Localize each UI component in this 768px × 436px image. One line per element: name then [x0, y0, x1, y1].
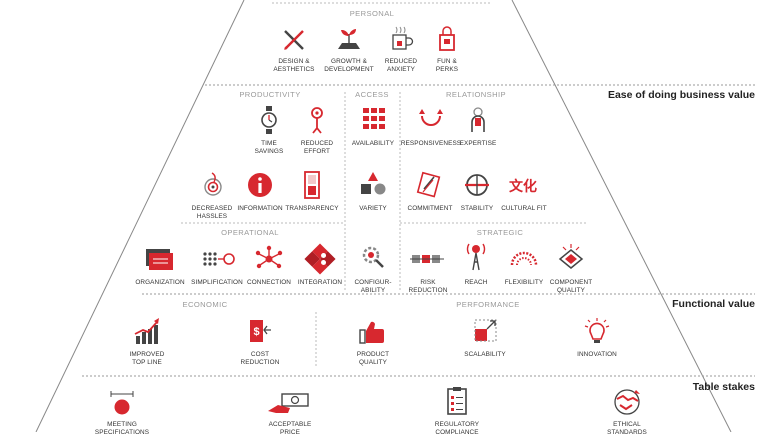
label-reach: REACH: [464, 279, 488, 286]
stability-icon: [465, 174, 489, 196]
variety-shapes-icon: [361, 172, 386, 195]
growth-icon: [338, 29, 360, 49]
section-personal: PERSONAL: [349, 9, 395, 18]
simplification-icon: [203, 252, 235, 266]
label-organization: ORGANIZATION: [135, 279, 185, 286]
tier-table-stakes: Table stakes: [692, 381, 755, 393]
label-design-aesthetics: DESIGN &AESTHETICS: [273, 58, 315, 73]
configurability-icon: [362, 246, 384, 268]
reach-antenna-icon: [466, 243, 486, 271]
risk-reduction-icon: [410, 255, 444, 263]
tier-functional-value: Functional value: [672, 298, 755, 310]
label-responsiveness: RESPONSIVENESS: [400, 140, 462, 147]
top-line-chart-icon: [134, 318, 159, 344]
section-operational: OPERATIONAL: [221, 228, 279, 237]
meeting-specs-icon: [110, 391, 134, 415]
label-availability: AVAILABILITY: [351, 140, 395, 147]
lightbulb-icon: [584, 318, 610, 343]
expertise-icon: [471, 107, 485, 132]
label-integration: INTEGRATION: [297, 279, 343, 286]
decreased-hassles-icon: [204, 172, 222, 196]
flexibility-icon: [510, 251, 538, 266]
label-fun-perks: FUN &PERKS: [435, 58, 459, 73]
label-growth-development: GROWTH &DEVELOPMENT: [324, 58, 374, 73]
section-performance: PERFORMANCE: [456, 300, 520, 309]
thumbs-up-icon: [359, 321, 384, 344]
label-expertise: EXPERTISE: [459, 140, 497, 147]
folder-icon: [146, 249, 173, 270]
label-variety: VARIETY: [359, 205, 387, 212]
scalability-icon: [474, 319, 497, 342]
label-information: INFORMATION: [237, 205, 283, 212]
mug-icon: [392, 26, 414, 50]
section-productivity: PRODUCTIVITY: [239, 90, 301, 99]
commitment-icon: [416, 171, 441, 198]
info-icon: [248, 173, 272, 197]
section-strategic: STRATEGIC: [476, 228, 524, 237]
label-transparency: TRANSPARENCY: [285, 205, 339, 212]
design-icon: [284, 30, 304, 50]
availability-grid-icon: [363, 108, 385, 129]
label-connection: CONNECTION: [247, 279, 291, 286]
label-configurability: CONFIGUR-ABILITY: [354, 279, 392, 294]
label-flexibility: FLEXIBILITY: [504, 279, 544, 286]
section-access: ACCESS: [355, 90, 389, 99]
price-tag-money-icon: [268, 393, 309, 413]
ethical-handshake-icon: [614, 389, 640, 415]
tier-ease-of-business: Ease of doing business value: [607, 89, 755, 101]
label-scalability: SCALABILITY: [464, 351, 506, 358]
pyramid-right-edge: [511, 0, 732, 432]
label-commitment: COMMITMENT: [407, 205, 453, 212]
cultural-fit-icon: 文化: [509, 178, 537, 195]
label-innovation: INNOVATION: [577, 351, 617, 358]
svg-text:$: $: [253, 326, 259, 338]
integration-puzzle-icon: [304, 243, 336, 275]
gift-bag-icon: [439, 26, 455, 51]
label-stability: STABILITY: [460, 205, 494, 212]
pyramid-left-edge: [35, 0, 245, 432]
connection-icon: [255, 245, 283, 269]
label-simplification: SIMPLIFICATION: [191, 279, 243, 286]
component-quality-icon: [558, 244, 584, 269]
reduced-effort-icon: [311, 107, 323, 134]
transparency-icon: [304, 171, 320, 199]
label-cultural-fit: CULTURAL FIT: [501, 205, 547, 212]
responsiveness-icon: [419, 109, 443, 126]
cost-reduction-icon: $: [250, 320, 271, 342]
stopwatch-icon: [261, 106, 277, 134]
section-relationship: RELATIONSHIP: [446, 90, 506, 99]
section-economic: ECONOMIC: [182, 300, 228, 309]
regulatory-clipboard-icon: [447, 387, 467, 415]
